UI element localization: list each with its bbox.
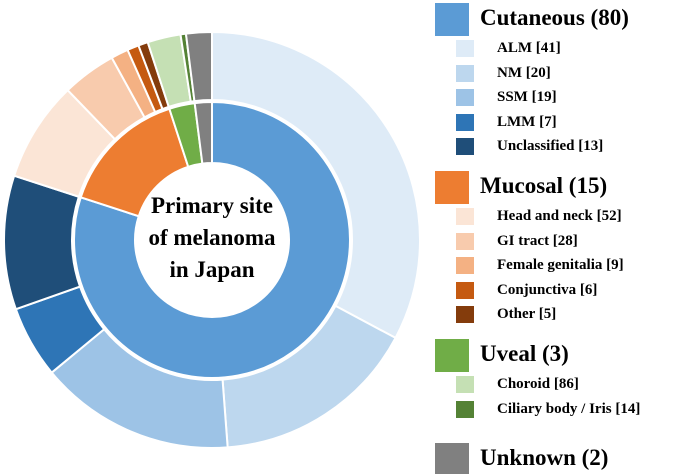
legend-swatch-gi-tract xyxy=(456,232,474,250)
legend-group-uveal-header: Uveal (3) xyxy=(430,336,685,372)
legend-item-ssm: SSM [19] xyxy=(430,85,685,110)
legend-swatch-conjunctiva xyxy=(456,281,474,299)
legend-item-head-and-neck: Head and neck [52] xyxy=(430,204,685,229)
legend-item-other: Other [5] xyxy=(430,302,685,327)
legend-label-gi-tract: GI tract [28] xyxy=(497,232,578,249)
legend-swatch-head-and-neck xyxy=(456,208,474,225)
legend-label-lmm: LMM [7] xyxy=(497,113,557,130)
legend-swatch-ssm xyxy=(456,89,474,106)
center-label-line-3: in Japan xyxy=(169,257,254,282)
legend-label-unknown: Unknown (2) xyxy=(480,445,609,470)
legend-item-gi-tract: GI tract [28] xyxy=(430,229,685,254)
legend-group-cutaneous-header: Cutaneous (80) xyxy=(430,0,685,36)
legend-label-nm: NM [20] xyxy=(497,64,551,81)
legend-label-ssm: SSM [19] xyxy=(497,89,557,105)
legend-swatch-nm xyxy=(456,64,474,82)
legend-swatch-alm xyxy=(456,40,474,57)
legend-swatch-mucosal xyxy=(435,171,469,204)
legend-group-uveal: Uveal (3) Choroid [86] Ciliary body / Ir… xyxy=(430,336,685,421)
legend-label-cutaneous: Cutaneous (80) xyxy=(480,5,629,30)
legend-swatch-lmm xyxy=(456,113,474,131)
legend-label-unclassified: Unclassified [13] xyxy=(497,138,604,154)
center-label-line-1: Primary site xyxy=(151,193,273,218)
legend-item-ciliary-body-iris: Ciliary body / Iris [14] xyxy=(430,397,685,422)
legend-item-nm: NM [20] xyxy=(430,61,685,86)
inner-slice-cutaneous xyxy=(73,100,351,379)
center-label-line-2: of melanoma xyxy=(148,225,276,250)
legend-label-choroid: Choroid [86] xyxy=(497,376,579,392)
outer-slice-cutaneous-unclassified xyxy=(3,174,82,311)
legend-item-conjunctiva: Conjunctiva [6] xyxy=(430,278,685,303)
outer-ring xyxy=(3,30,421,449)
legend-label-ciliary-body-iris: Ciliary body / Iris [14] xyxy=(497,400,641,417)
legend-swatch-other xyxy=(456,306,474,323)
legend-group-mucosal: Mucosal (15) Head and neck [52] GI tract… xyxy=(430,168,685,327)
legend-swatch-ciliary-body-iris xyxy=(456,400,474,418)
outer-slice-unknown-unknown xyxy=(184,30,213,103)
legend-label-conjunctiva: Conjunctiva [6] xyxy=(497,281,598,298)
legend-item-choroid: Choroid [86] xyxy=(430,372,685,397)
legend-label-alm: ALM [41] xyxy=(497,40,561,56)
legend-group-mucosal-header: Mucosal (15) xyxy=(430,168,685,204)
legend-swatch-uveal xyxy=(435,339,469,372)
legend: Cutaneous (80) ALM [41] NM [20] SSM [19]… xyxy=(430,0,685,474)
legend-swatch-unknown xyxy=(435,443,469,474)
legend-label-other: Other [5] xyxy=(497,306,557,322)
legend-group-cutaneous: Cutaneous (80) ALM [41] NM [20] SSM [19]… xyxy=(430,0,685,159)
inner-ring xyxy=(73,100,351,379)
legend-label-female-genitalia: Female genitalia [9] xyxy=(497,257,624,273)
legend-item-alm: ALM [41] xyxy=(430,36,685,61)
legend-swatch-unclassified xyxy=(456,138,474,155)
legend-label-uveal: Uveal (3) xyxy=(480,341,569,366)
legend-label-mucosal: Mucosal (15) xyxy=(480,173,608,198)
legend-swatch-choroid xyxy=(456,376,474,393)
legend-group-unknown-header: Unknown (2) xyxy=(430,440,685,474)
legend-swatch-female-genitalia xyxy=(456,257,474,274)
legend-swatch-cutaneous xyxy=(435,3,469,36)
legend-group-unknown: Unknown (2) xyxy=(430,440,685,474)
legend-item-unclassified: Unclassified [13] xyxy=(430,134,685,159)
outer-slice-cutaneous-alm xyxy=(211,30,421,340)
legend-item-lmm: LMM [7] xyxy=(430,110,685,135)
legend-item-female-genitalia: Female genitalia [9] xyxy=(430,253,685,278)
inner-slice-unknown xyxy=(193,100,213,165)
legend-label-head-and-neck: Head and neck [52] xyxy=(497,208,622,224)
